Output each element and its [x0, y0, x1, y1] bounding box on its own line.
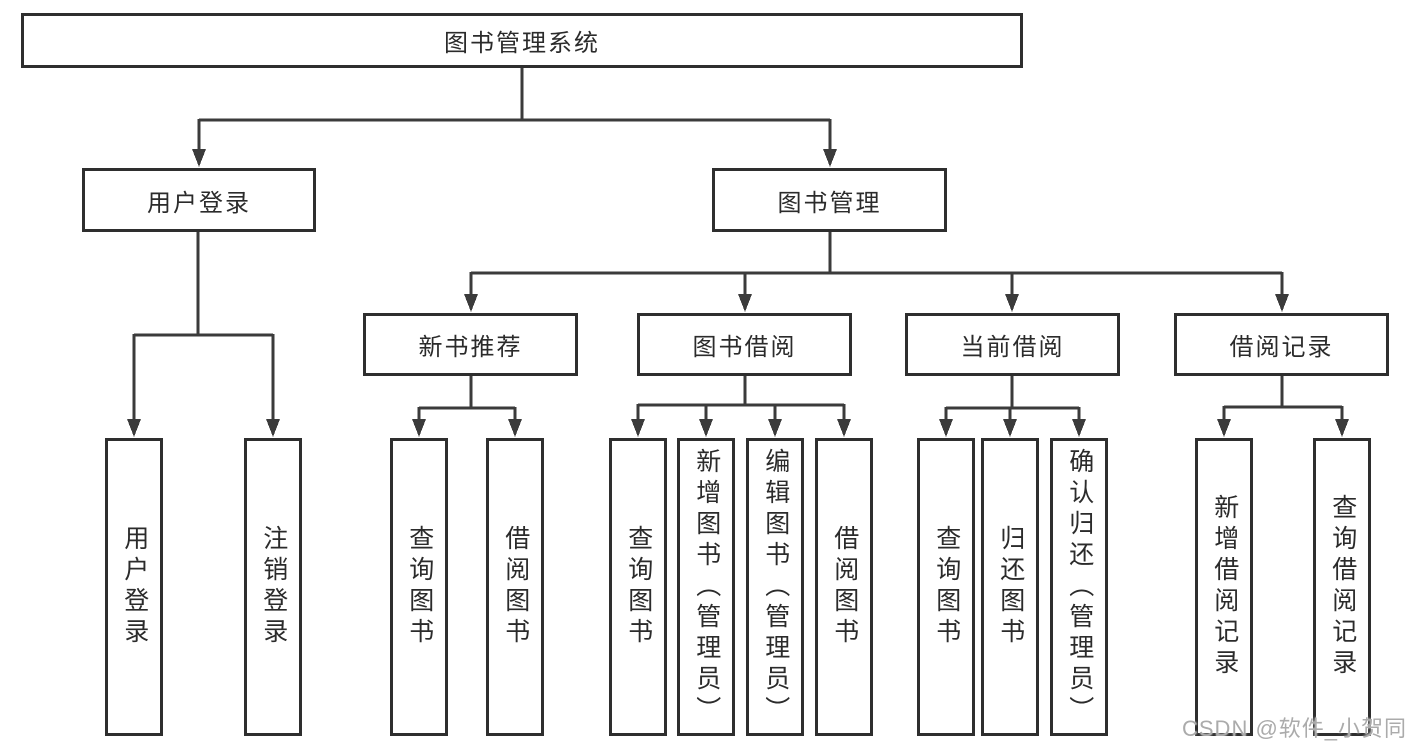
leaf-query-books-1: 查询图书 — [390, 438, 448, 736]
node-current-borrow: 当前借阅 — [905, 313, 1120, 376]
leaf-label: 查询借阅记录 — [1328, 494, 1357, 680]
leaf-confirm-return-admin: 确认归还（管理员） — [1050, 438, 1108, 736]
leaf-edit-books-admin: 编辑图书（管理员） — [746, 438, 804, 736]
leaf-label: 注销登录 — [259, 525, 288, 649]
node-book-management-system: 图书管理系统 — [21, 13, 1023, 68]
node-borrow-records: 借阅记录 — [1174, 313, 1389, 376]
node-book-borrow: 图书借阅 — [637, 313, 852, 376]
leaf-label: 查询图书 — [405, 525, 434, 649]
leaf-label: 归还图书 — [996, 525, 1025, 649]
leaf-label: 查询图书 — [932, 525, 961, 649]
leaf-label: 查询图书 — [624, 525, 653, 649]
leaf-label: 确认归还（管理员） — [1065, 447, 1094, 727]
leaf-label: 新增借阅记录 — [1210, 494, 1239, 680]
csdn-watermark: CSDN @软件_小贺同学 — [1182, 716, 1405, 741]
leaf-label: 借阅图书 — [501, 525, 530, 649]
leaf-user-login: 用户登录 — [105, 438, 163, 736]
leaf-query-books-2: 查询图书 — [609, 438, 667, 736]
node-user-login: 用户登录 — [82, 168, 316, 232]
leaf-label: 编辑图书（管理员） — [761, 447, 790, 727]
leaf-borrow-books-1: 借阅图书 — [486, 438, 544, 736]
leaf-add-borrow-record: 新增借阅记录 — [1195, 438, 1253, 736]
leaf-logout: 注销登录 — [244, 438, 302, 736]
leaf-return-books: 归还图书 — [981, 438, 1039, 736]
leaf-query-borrow-record: 查询借阅记录 — [1313, 438, 1371, 736]
leaf-add-books-admin: 新增图书（管理员） — [677, 438, 735, 736]
leaf-label: 新增图书（管理员） — [692, 447, 721, 727]
leaf-borrow-books-2: 借阅图书 — [815, 438, 873, 736]
leaf-query-books-3: 查询图书 — [917, 438, 975, 736]
node-new-book-recommend: 新书推荐 — [363, 313, 578, 376]
node-book-management: 图书管理 — [712, 168, 947, 232]
leaf-label: 用户登录 — [120, 525, 149, 649]
leaf-label: 借阅图书 — [830, 525, 859, 649]
